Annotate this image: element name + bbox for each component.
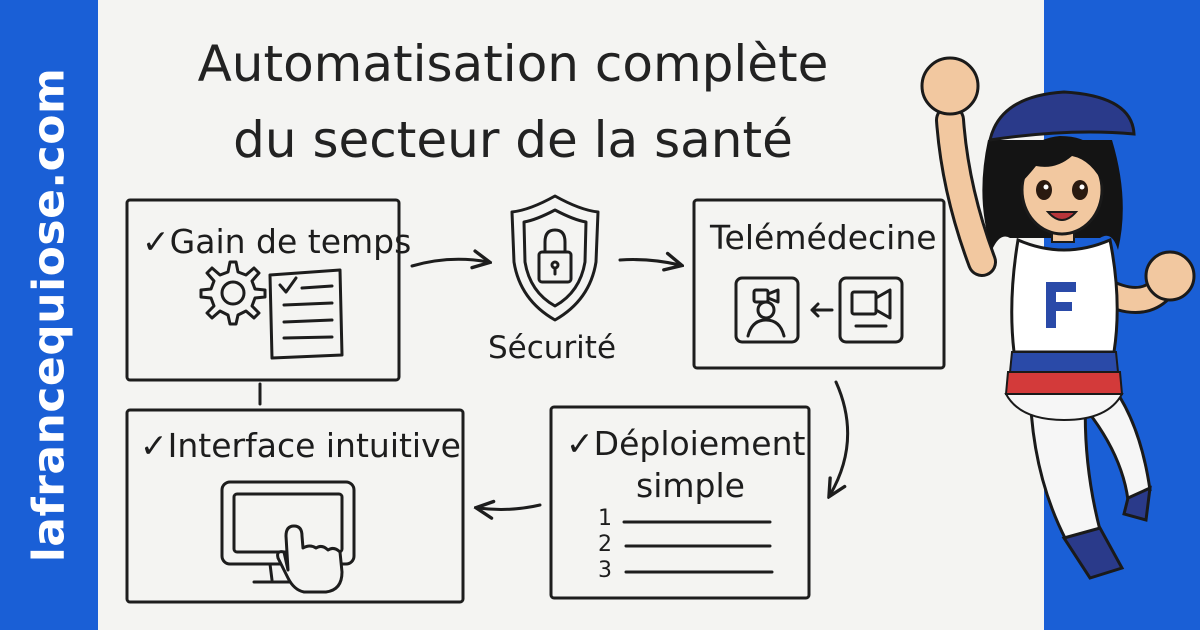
check-mark-icon: ✓ <box>142 222 170 261</box>
tele-arrow-left-icon <box>810 302 834 318</box>
box-interface-intuitive <box>125 408 465 604</box>
shield-lock-icon <box>510 194 600 322</box>
arrow-deploy-to-interface <box>478 505 542 509</box>
mascot-character <box>920 56 1196 580</box>
box-gain-de-temps <box>125 198 401 382</box>
touchscreen-hand-icon <box>220 480 356 594</box>
box-deploiement-simple <box>549 405 811 600</box>
check-mark-icon: ✓ <box>566 424 594 463</box>
page-title-line2: du secteur de la santé <box>233 111 793 169</box>
box-tele-label: Telémédecine <box>710 218 937 257</box>
box-telemedecine <box>692 198 946 370</box>
arrow-gain-to-securite <box>410 259 488 266</box>
left-brand-band: lafrancequiose.com <box>0 0 98 630</box>
step-number-1: 1 <box>598 506 612 531</box>
video-call-patient-icon <box>734 276 800 344</box>
page-title-line1: Automatisation complète <box>197 35 829 93</box>
box-interface-label: ✓Interface intuitive <box>140 426 461 465</box>
box-gain-label: ✓Gain de temps <box>142 222 412 261</box>
step-number-3: 3 <box>598 558 612 583</box>
video-call-camera-icon <box>838 276 904 344</box>
numbered-list-icon <box>622 520 774 574</box>
gear-icon <box>199 260 267 326</box>
securite-label: Sécurité <box>488 330 617 366</box>
check-mark-icon: ✓ <box>140 426 168 465</box>
box-deploy-label-line1: ✓Déploiement <box>566 424 806 463</box>
checklist-document-icon <box>268 268 344 360</box>
step-number-2: 2 <box>598 532 612 557</box>
arrow-tele-to-deploy <box>830 380 850 495</box>
box-deploy-label-line2: simple <box>636 466 745 505</box>
arrow-securite-to-tele <box>618 260 680 265</box>
